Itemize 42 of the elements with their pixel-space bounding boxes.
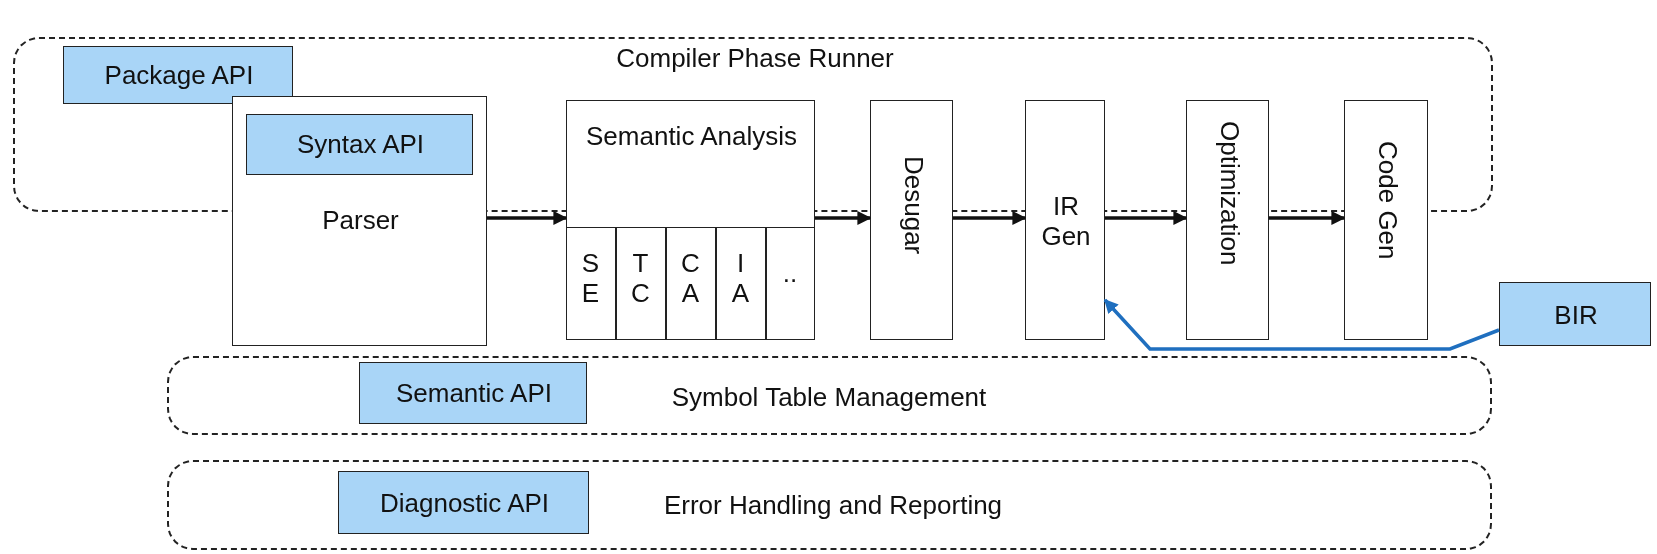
phase-box [1344,100,1428,340]
region-title: Compiler Phase Runner [615,43,895,73]
phase-label: IR Gen [1040,191,1092,251]
api-label: Package API [103,60,255,90]
arrow [1105,211,1188,225]
api-label: Syntax API [295,129,426,159]
phase-label: Parser [321,205,400,235]
api-box [246,114,473,175]
api-label: Diagnostic API [378,488,551,518]
api-box [338,471,589,534]
phase-box [870,100,953,340]
arrow [1269,211,1346,225]
phase-box [566,100,815,340]
arrow [953,211,1027,225]
api-box [63,46,293,104]
cell-label: C A [680,247,701,308]
phase-box [1186,100,1269,340]
phase-label: Code Gen [1372,141,1403,260]
phase-box [1025,100,1105,340]
api-box [359,362,587,424]
sub-phase-cell [765,226,815,340]
region-title: Error Handling and Reporting [662,490,1004,520]
dashed-region [167,356,1492,435]
region-title: Symbol Table Management [670,382,988,412]
phase-label: Desugar [898,156,929,255]
cell-label: I A [730,247,751,308]
api-box [1499,282,1651,346]
sub-phase-cell [665,226,716,340]
cell-label: T C [630,247,651,308]
arrow [1103,298,1500,351]
phase-label: Semantic Analysis [585,121,798,151]
phase-label: Optimization [1214,121,1245,266]
api-label: Semantic API [394,378,554,408]
api-label: BIR [1553,300,1599,330]
arrow [487,211,568,225]
cell-label: S E [580,247,601,308]
dashed-region [167,460,1492,550]
sub-phase-cell [715,226,766,340]
sub-phase-cell [615,226,666,340]
arrow [815,211,872,225]
cell-label: .. [781,257,799,288]
sub-phase-cell [565,226,616,340]
